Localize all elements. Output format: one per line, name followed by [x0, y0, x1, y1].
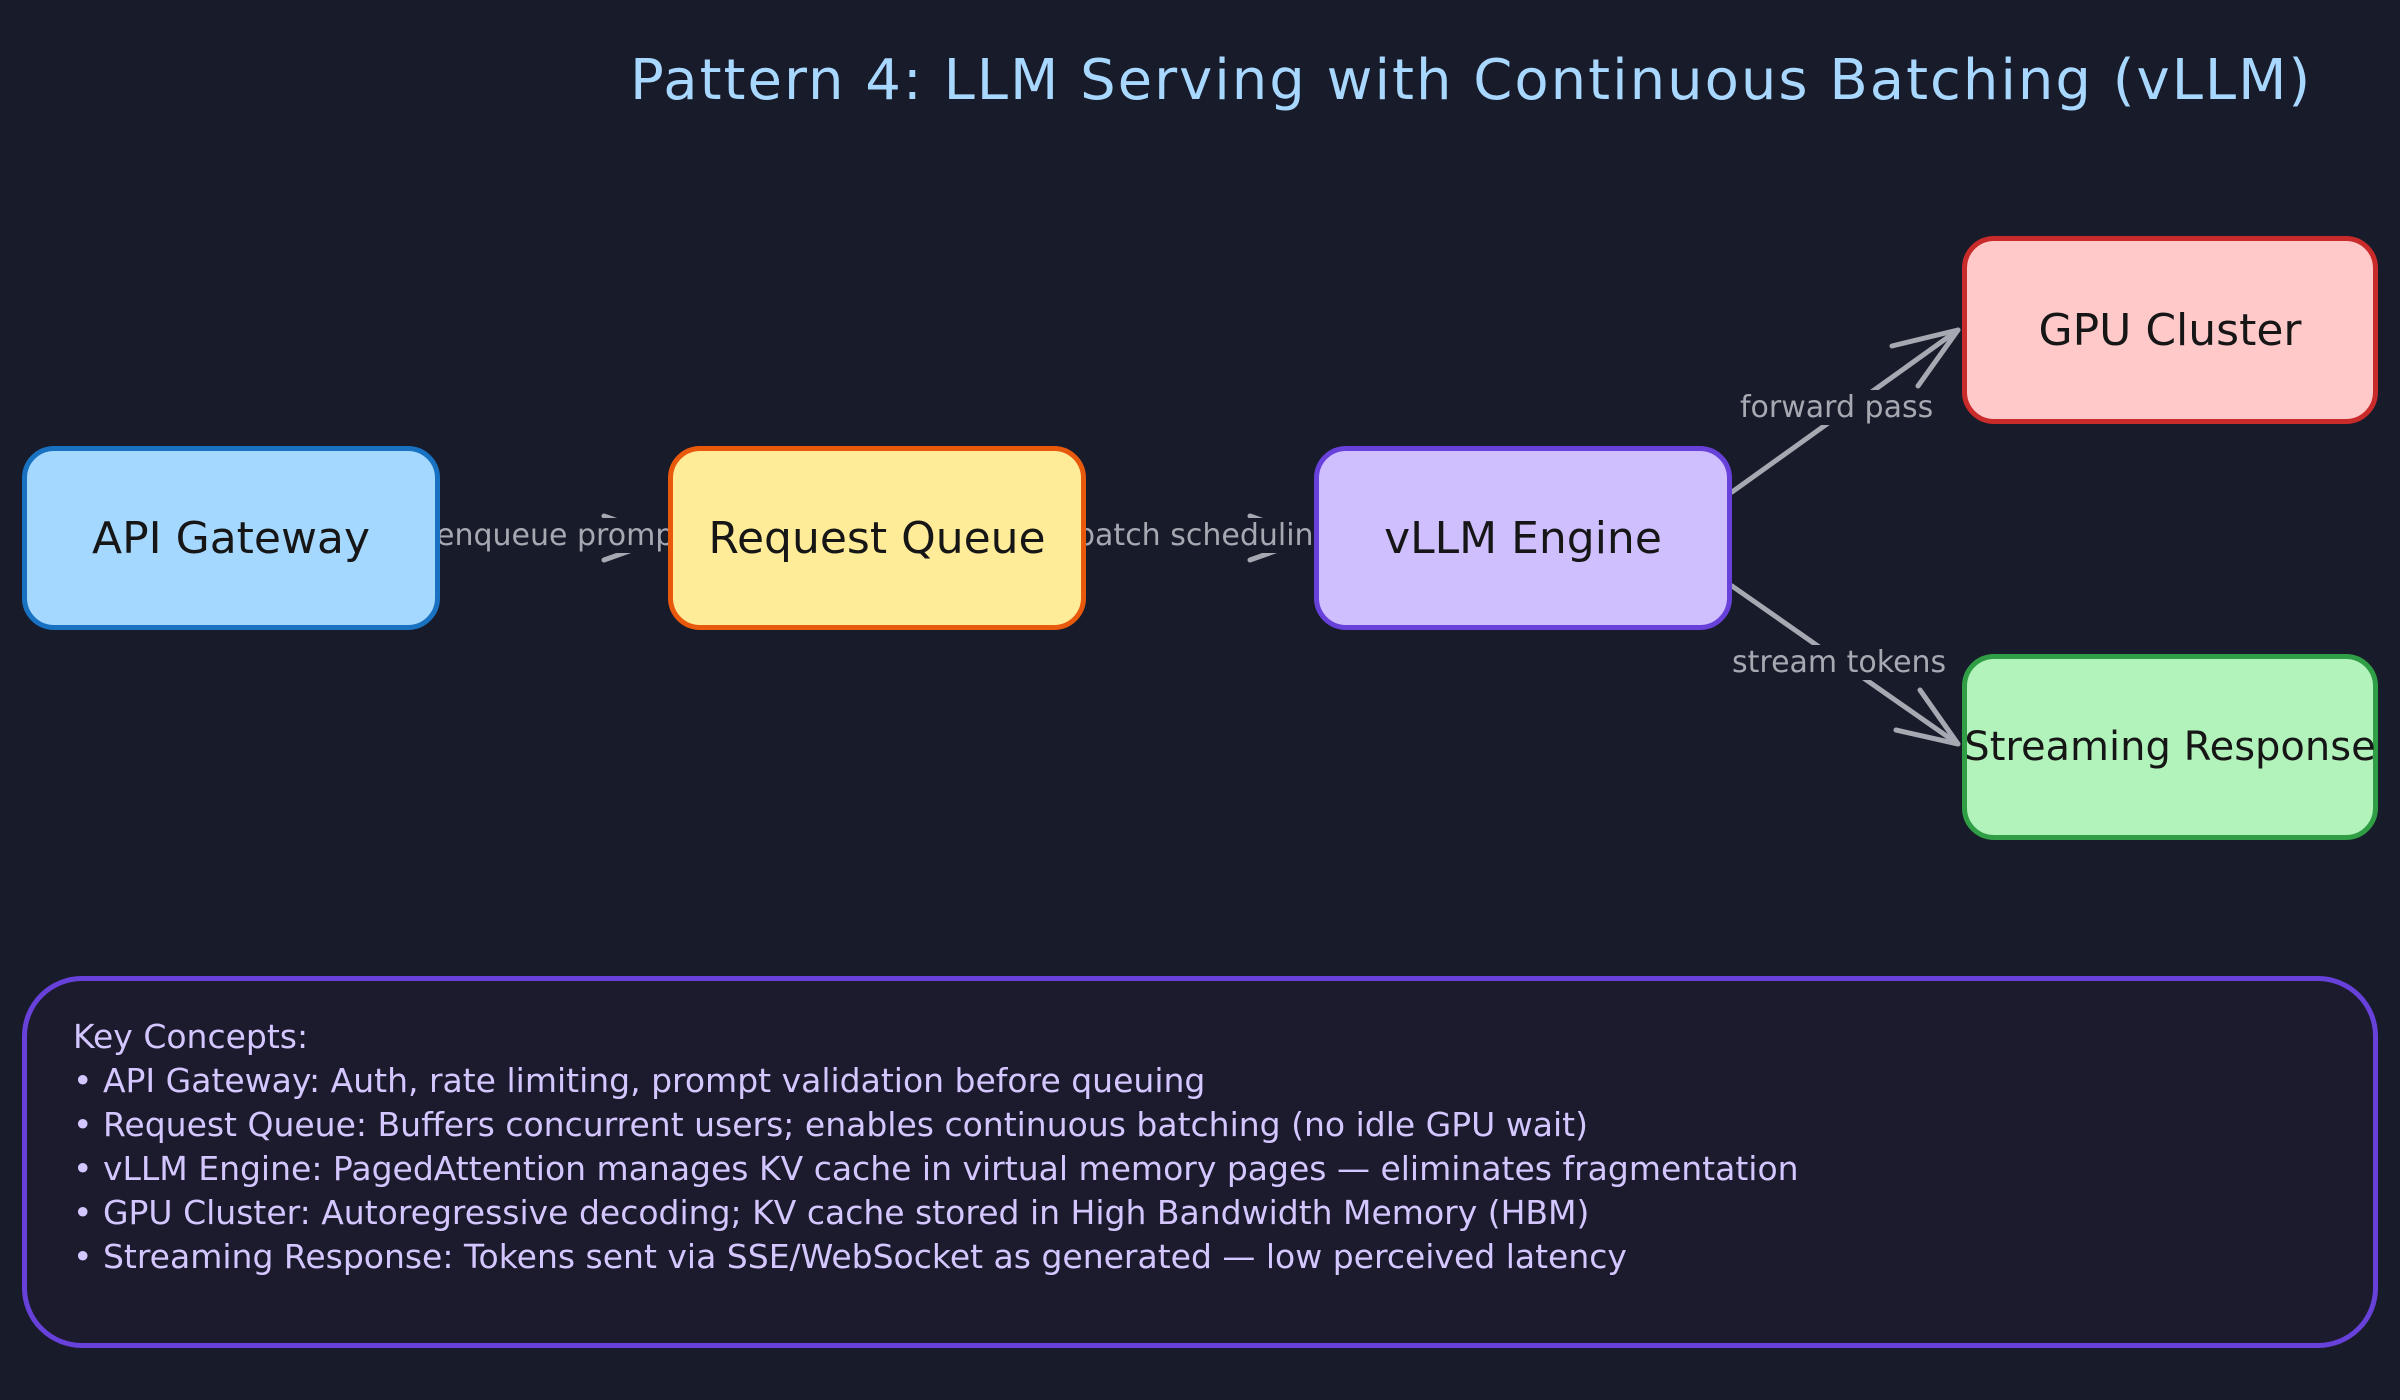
edge-label-batch: batch scheduling — [1072, 518, 1337, 553]
node-vllm-engine: vLLM Engine — [1314, 446, 1732, 630]
key-concepts-list: • API Gateway: Auth, rate limiting, prom… — [73, 1059, 2327, 1279]
node-gpu-cluster-label: GPU Cluster — [2038, 304, 2302, 356]
node-gpu-cluster: GPU Cluster — [1962, 236, 2378, 424]
key-concept-item: • Request Queue: Buffers concurrent user… — [73, 1105, 1588, 1144]
key-concept-item: • API Gateway: Auth, rate limiting, prom… — [73, 1061, 1206, 1100]
node-vllm-engine-label: vLLM Engine — [1384, 512, 1662, 564]
key-concepts-panel: Key Concepts: • API Gateway: Auth, rate … — [22, 976, 2378, 1348]
edge-label-forward: forward pass — [1736, 390, 1938, 425]
key-concepts-heading: Key Concepts: — [73, 1017, 309, 1056]
node-api-gateway: API Gateway — [22, 446, 440, 630]
diagram-title: Pattern 4: LLM Serving with Continuous B… — [630, 48, 2313, 113]
key-concept-item: • Streaming Response: Tokens sent via SS… — [73, 1237, 1627, 1276]
key-concept-item: • GPU Cluster: Autoregressive decoding; … — [73, 1193, 1590, 1232]
node-streaming-response-label: Streaming Response — [1964, 724, 2376, 770]
edge-label-tokens: stream tokens — [1728, 645, 1951, 680]
node-request-queue-label: Request Queue — [708, 512, 1046, 564]
node-streaming-response: Streaming Response — [1962, 654, 2378, 840]
edge-label-enqueue: enqueue prompt — [432, 518, 691, 553]
key-concept-item: • vLLM Engine: PagedAttention manages KV… — [73, 1149, 1799, 1188]
node-api-gateway-label: API Gateway — [92, 512, 370, 564]
node-request-queue: Request Queue — [668, 446, 1086, 630]
